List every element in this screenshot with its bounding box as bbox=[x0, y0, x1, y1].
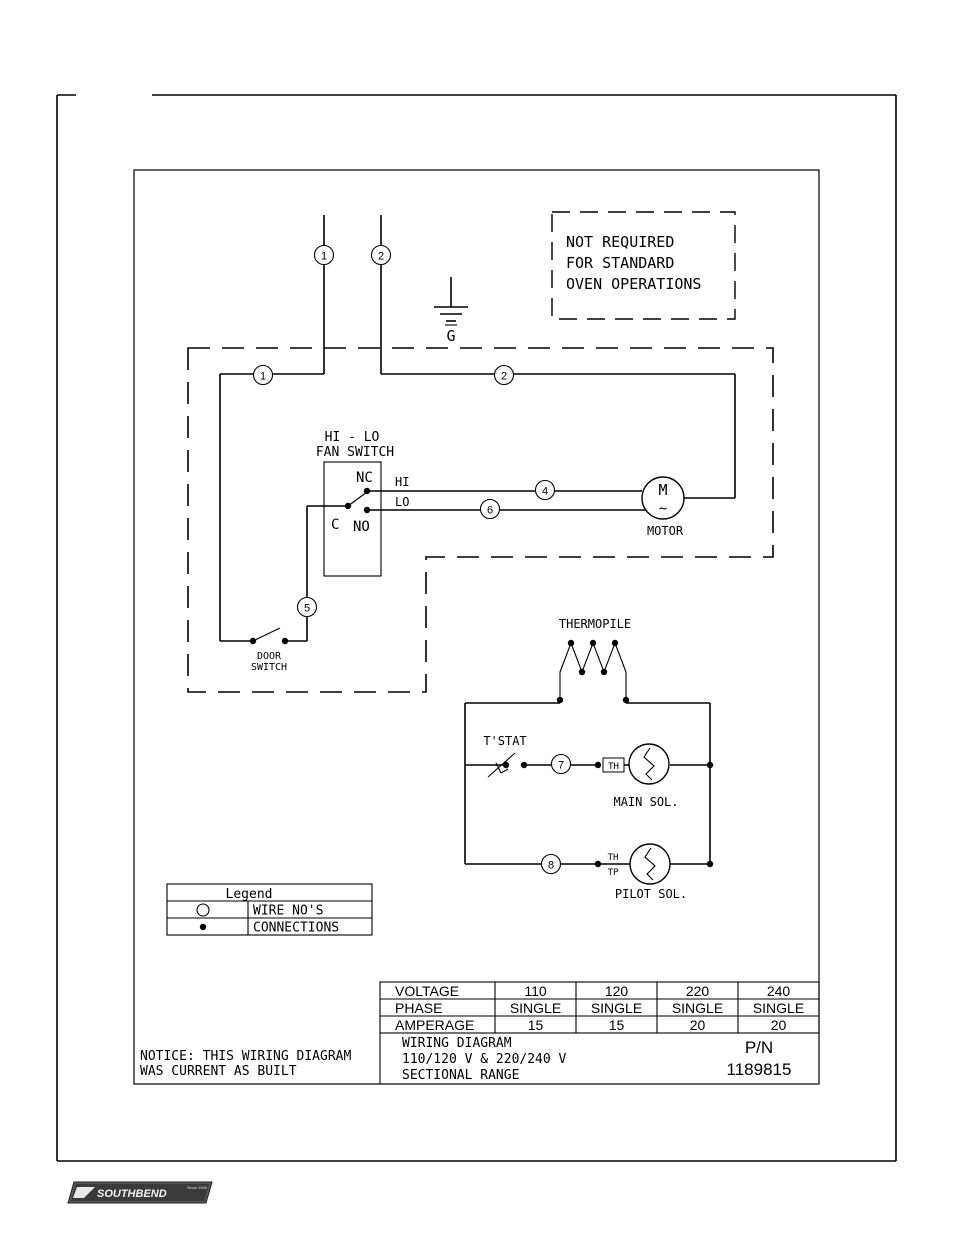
fan-switch-contacts bbox=[307, 487, 652, 514]
thermopile-symbol bbox=[556, 639, 630, 704]
motor-label: MOTOR bbox=[647, 524, 684, 538]
title-line-3: SECTIONAL RANGE bbox=[402, 1068, 519, 1083]
ground-symbol bbox=[434, 277, 468, 322]
southbend-logo: SOUTHBEND Since 1898 bbox=[67, 1181, 213, 1204]
part-number-value: 1189815 bbox=[727, 1060, 792, 1079]
fan-switch-box bbox=[323, 461, 382, 577]
optional-box bbox=[551, 211, 736, 320]
ground-label: G bbox=[446, 327, 455, 345]
main-sol-label: MAIN SOL. bbox=[613, 795, 678, 809]
wire-number-8: 8 bbox=[540, 853, 562, 875]
main-solenoid-symbol bbox=[628, 743, 670, 785]
svg-text:2: 2 bbox=[378, 251, 384, 263]
wire-number-2-enclosure: 2 bbox=[493, 364, 515, 386]
spec-row-label: AMPERAGE bbox=[395, 1017, 474, 1033]
wire-number-2-top: 2 bbox=[370, 244, 392, 266]
legend-title: Legend bbox=[226, 887, 273, 902]
spec-cell: 20 bbox=[690, 1017, 706, 1033]
optional-note-line-3: OVEN OPERATIONS bbox=[566, 275, 701, 293]
spec-cell: 120 bbox=[605, 983, 629, 999]
svg-text:2: 2 bbox=[501, 371, 507, 383]
door-switch-label-2: SWITCH bbox=[251, 662, 287, 673]
spec-cell: 220 bbox=[686, 983, 710, 999]
svg-text:1: 1 bbox=[321, 251, 327, 263]
svg-text:1: 1 bbox=[260, 371, 266, 383]
main-sol-th: TH bbox=[608, 762, 619, 772]
spec-cell: 20 bbox=[771, 1017, 787, 1033]
spec-cell: 15 bbox=[528, 1017, 544, 1033]
fan-switch-title-2: FAN SWITCH bbox=[316, 445, 394, 460]
spec-cell: 110 bbox=[524, 983, 547, 999]
svg-text:5: 5 bbox=[304, 603, 310, 615]
svg-text:8: 8 bbox=[548, 860, 554, 872]
thermopile-circuit bbox=[464, 702, 714, 868]
pilot-sol-tp: TP bbox=[608, 868, 619, 878]
diagram-border bbox=[133, 169, 820, 1085]
optional-note-line-2: FOR STANDARD bbox=[566, 254, 674, 272]
tstat-label: T'STAT bbox=[483, 734, 526, 748]
fan-switch-hi: HI bbox=[395, 475, 409, 489]
pilot-solenoid-symbol bbox=[629, 843, 671, 885]
logo-brand: SOUTHBEND bbox=[97, 1188, 167, 1200]
spec-cell: SINGLE bbox=[510, 1000, 561, 1016]
svg-text:M: M bbox=[658, 481, 667, 499]
spec-cell: 15 bbox=[609, 1017, 625, 1033]
spec-cell: SINGLE bbox=[753, 1000, 804, 1016]
svg-text:~: ~ bbox=[659, 501, 667, 517]
spec-row-label: VOLTAGE bbox=[395, 983, 459, 999]
door-switch bbox=[220, 506, 308, 645]
open-circle-icon bbox=[196, 903, 210, 917]
spec-table bbox=[379, 981, 820, 1034]
svg-text:4: 4 bbox=[542, 486, 548, 498]
spec-cell: SINGLE bbox=[672, 1000, 723, 1016]
motor-symbol: M ~ bbox=[641, 476, 685, 520]
wire-number-7: 7 bbox=[550, 753, 572, 775]
page-frame bbox=[56, 94, 897, 1162]
wire-number-4: 4 bbox=[534, 479, 556, 501]
fan-switch-no: NO bbox=[353, 519, 370, 535]
thermopile-label: THERMOPILE bbox=[559, 617, 631, 631]
thermostat-symbol bbox=[487, 752, 528, 778]
wire-number-6: 6 bbox=[479, 498, 501, 520]
fan-switch-lo: LO bbox=[395, 495, 409, 509]
legend-row-connections: CONNECTIONS bbox=[253, 921, 339, 936]
door-switch-label-1: DOOR bbox=[257, 651, 282, 662]
legend-row-wire-nos: WIRE NO'S bbox=[253, 904, 323, 919]
svg-text:7: 7 bbox=[558, 760, 564, 772]
spec-row-label: PHASE bbox=[395, 1000, 442, 1016]
wire-number-1-enclosure: 1 bbox=[252, 364, 274, 386]
svg-text:6: 6 bbox=[487, 505, 493, 517]
pilot-sol-label: PILOT SOL. bbox=[615, 887, 687, 901]
logo-since: Since 1898 bbox=[187, 1185, 208, 1190]
fan-switch-c: C bbox=[331, 517, 339, 533]
spec-cell: SINGLE bbox=[591, 1000, 642, 1016]
filled-dot-icon bbox=[199, 923, 207, 931]
notice-line-2: WAS CURRENT AS BUILT bbox=[140, 1064, 297, 1079]
fan-enclosure bbox=[187, 347, 774, 693]
title-line-2: 110/120 V & 220/240 V bbox=[402, 1052, 567, 1067]
legend-table bbox=[166, 883, 373, 936]
fan-switch-title-1: HI - LO bbox=[325, 430, 380, 445]
wire-number-1-top: 1 bbox=[313, 244, 335, 266]
notice-line-1: NOTICE: THIS WIRING DIAGRAM bbox=[140, 1049, 351, 1064]
part-number-label: P/N bbox=[745, 1038, 773, 1057]
wire-number-5: 5 bbox=[296, 596, 318, 618]
optional-note-line-1: NOT REQUIRED bbox=[566, 233, 674, 251]
pilot-sol-th: TH bbox=[608, 853, 619, 863]
title-line-1: WIRING DIAGRAM bbox=[402, 1036, 512, 1051]
fan-switch-nc: NC bbox=[356, 470, 373, 486]
spec-cell: 240 bbox=[767, 983, 791, 999]
